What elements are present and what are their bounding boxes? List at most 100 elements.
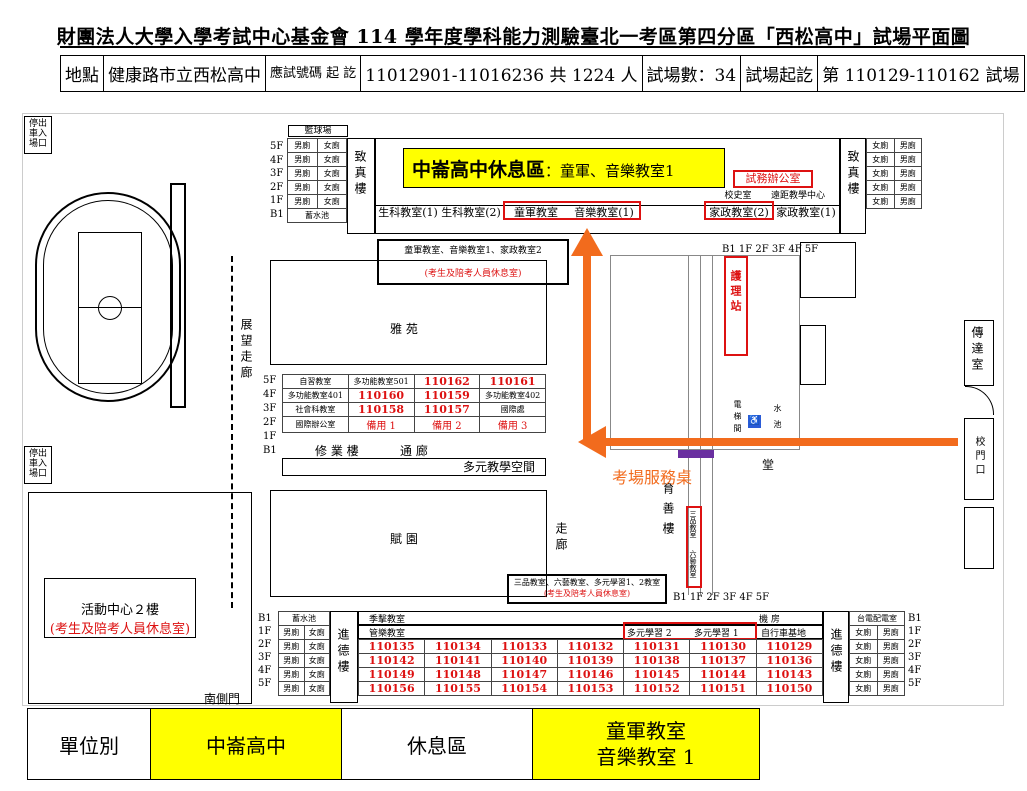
rest-rooms-highlight: [503, 201, 641, 220]
zhizhen-right-block: [840, 138, 866, 234]
pool-label: 水池: [773, 404, 782, 436]
grid-line-1: [688, 255, 689, 595]
south-gate-label: 南側門: [204, 692, 241, 706]
parking-mid: 停出車入場口: [24, 446, 52, 484]
elevator-label: 電梯間: [733, 400, 742, 436]
gate-label: 校門口: [973, 436, 984, 478]
title-underline: [60, 46, 965, 48]
activity-center-box: 活動中心２樓 (考生及陪考人員休息室): [44, 578, 196, 638]
room-scout: 童軍教室: [514, 206, 558, 219]
rest-note-bottom: (考生及陪考人員休息室): [543, 589, 631, 598]
rest-box-bottom: 三品教室、六藝教室、多元學習1、2教室 (考生及陪考人員休息室): [507, 574, 667, 604]
legend-unit-label: 單位別: [27, 708, 151, 780]
exhibit-corridor-label: 展望走廊: [239, 318, 253, 382]
arrow-up-head: [571, 228, 603, 256]
liuyi-label: 六藝教室: [689, 550, 697, 578]
map-frame: [22, 113, 1004, 706]
grid-line-3: [712, 255, 713, 595]
yayuan-label: 雅 苑: [390, 322, 418, 336]
room-band: 管樂教室: [369, 629, 406, 639]
fuyuan-label: 賦 園: [390, 532, 418, 546]
legend-unit-value: 中崙高中: [150, 708, 342, 780]
page-title: 財團法人大學入學考試中心基金會 114 學年度學科能力測驗臺北一考區第四分區「西…: [56, 26, 971, 48]
parking-top: 停出車入場口: [24, 116, 52, 154]
room-music-1: 音樂教室(1): [574, 206, 634, 219]
grid-line-2: [700, 255, 701, 595]
zhizhen-left-block: [347, 138, 375, 234]
exam-office: 試務辦公室: [733, 170, 813, 188]
right-upper-box: [800, 242, 856, 298]
exhibit-corridor-line: [231, 256, 237, 608]
yayuan-garden: [270, 260, 547, 365]
rooms-count: 試場數：34: [641, 55, 742, 92]
room-history: 校史室: [724, 191, 752, 201]
yushan-block: [610, 255, 800, 450]
activity-center-building: [28, 492, 252, 704]
location-value: 健康路市立西松高中: [103, 55, 266, 92]
service-desk-label: 考場服務桌: [612, 468, 693, 487]
hall-label: 堂: [762, 458, 775, 472]
room-home-ec-1: 家政教室(1): [776, 206, 836, 219]
rest-label-bottom: 三品教室、六藝教室、多元學習1、2教室: [513, 578, 661, 587]
legend-rest-value-1: 童軍教室: [606, 719, 686, 743]
room-percussion: 季擊教室: [369, 615, 406, 625]
home-ec-2-highlight: [704, 201, 774, 220]
fuyuan-garden: [270, 490, 547, 597]
guard-room-label: 傳達室: [970, 326, 984, 374]
diverse-highlight: [623, 622, 757, 640]
top-building-line: [375, 205, 840, 206]
rest-area-title: 中崙高中休息區: [412, 159, 546, 181]
corridor-label: 通 廊: [400, 444, 428, 458]
jinde-right-label: 進德樓: [829, 628, 843, 676]
rest-area-rooms: ：童軍、音樂教室1: [545, 162, 675, 180]
accessibility-icon: ♿: [748, 415, 761, 428]
jinde-left-block: [330, 611, 358, 703]
rest-area-callout: 中崙高中休息區：童軍、音樂教室1: [403, 148, 725, 188]
range-value: 第 110129-110162 試場: [817, 55, 1025, 92]
room-diverse-2: 多元學習 2: [627, 629, 672, 639]
sanpin-label: 三品教室: [689, 510, 697, 538]
activity-center-label: 活動中心２樓: [80, 603, 159, 618]
yushan-label: 育善樓: [661, 482, 675, 542]
nurse-label: 護理站: [729, 270, 742, 315]
top-building: [375, 138, 840, 234]
service-desk-marker: [678, 450, 714, 458]
xiuye-label: 修 業 樓: [315, 444, 359, 458]
multi-space: 多元教學空間: [282, 458, 546, 476]
legend-rest-label: 休息區: [341, 708, 533, 780]
jinde-right-block: [823, 611, 849, 703]
bottom-top-row-2: 管樂教室 多元學習 2 多元學習 1 自行車基地: [358, 625, 823, 639]
track-side-bar: [170, 183, 186, 408]
range-label: 試場起訖: [740, 55, 819, 92]
arrow-horizontal: [600, 438, 958, 446]
sanpin-liuyi-highlight: [686, 506, 702, 588]
gate: [964, 418, 994, 500]
gate-box-lower: [964, 507, 994, 569]
nurse-station: [724, 256, 748, 356]
zhizhen-left-label: 致真樓: [353, 150, 367, 198]
number-value: 11012901-11016236 共 1224 人: [360, 55, 643, 92]
floor-strip-upper: B1 1F 2F 3F 4F 5F: [722, 244, 819, 255]
basketball-court: [78, 232, 142, 384]
bottom-top-row-1: 季擊教室 機 房: [358, 611, 823, 625]
arrow-vertical: [583, 252, 591, 442]
room-biology-1: 生科教室(1): [378, 206, 438, 219]
zhizhen-right-label: 致真樓: [846, 150, 860, 198]
court-circle: [98, 296, 122, 320]
location-label: 地點: [60, 55, 104, 92]
top-right-toilets: 女廁男廁 女廁男廁 女廁男廁 女廁男廁 女廁男廁: [866, 138, 922, 209]
legend-table: 單位別 中崙高中 休息區 童軍教室 音樂教室 1: [27, 708, 760, 780]
bottom-right-toilets: 台電配電室 女廁男廁 女廁男廁 女廁男廁 女廁男廁 女廁男廁: [849, 611, 905, 696]
ball-court-label: 籃球場: [288, 125, 348, 137]
track-inner: [43, 200, 173, 394]
running-track: [35, 192, 181, 402]
floor-strip-lower: B1 1F 2F 3F 4F 5F: [673, 592, 770, 603]
guard-room: [964, 320, 994, 386]
activity-center-note: (考生及陪考人員休息室): [49, 622, 191, 637]
info-table: 地點 健康路市立西松高中 應試號碼 起 訖 11012901-11016236 …: [60, 55, 1025, 92]
